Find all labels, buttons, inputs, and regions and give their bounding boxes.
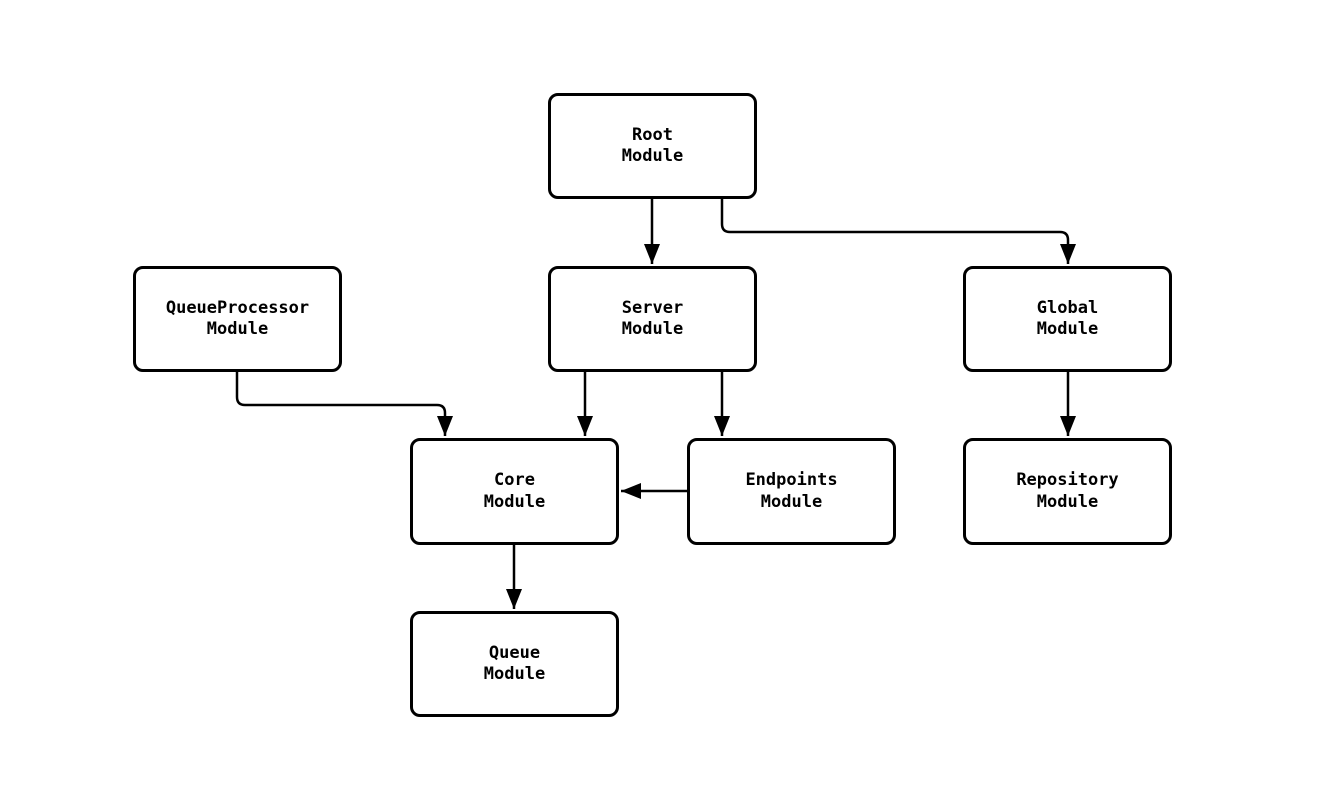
- node-repository-module: Repository Module: [963, 438, 1172, 545]
- edge-root-to-global: [720, 199, 1076, 264]
- node-global-module-label: Global Module: [1036, 297, 1099, 340]
- node-queue-module-label: Queue Module: [483, 642, 546, 685]
- node-server-module: Server Module: [548, 266, 757, 372]
- node-core-module: Core Module: [410, 438, 619, 545]
- node-repository-module-label: Repository Module: [1016, 470, 1119, 512]
- node-global-module: Global Module: [963, 266, 1172, 372]
- node-queueprocessor-module-label: QueueProcessor Module: [165, 297, 310, 340]
- node-queueprocessor-module: QueueProcessor Module: [133, 266, 342, 372]
- node-endpoints-module-label: Endpoints Module: [745, 470, 838, 512]
- node-endpoints-module: Endpoints Module: [687, 438, 896, 545]
- node-root-module-label: Root Module: [621, 124, 684, 167]
- node-server-module-label: Server Module: [621, 297, 684, 340]
- node-root-module: Root Module: [548, 93, 757, 199]
- node-queue-module: Queue Module: [410, 611, 619, 717]
- node-core-module-label: Core Module: [483, 470, 546, 512]
- edge-queueprocessor-to-core: [235, 372, 453, 436]
